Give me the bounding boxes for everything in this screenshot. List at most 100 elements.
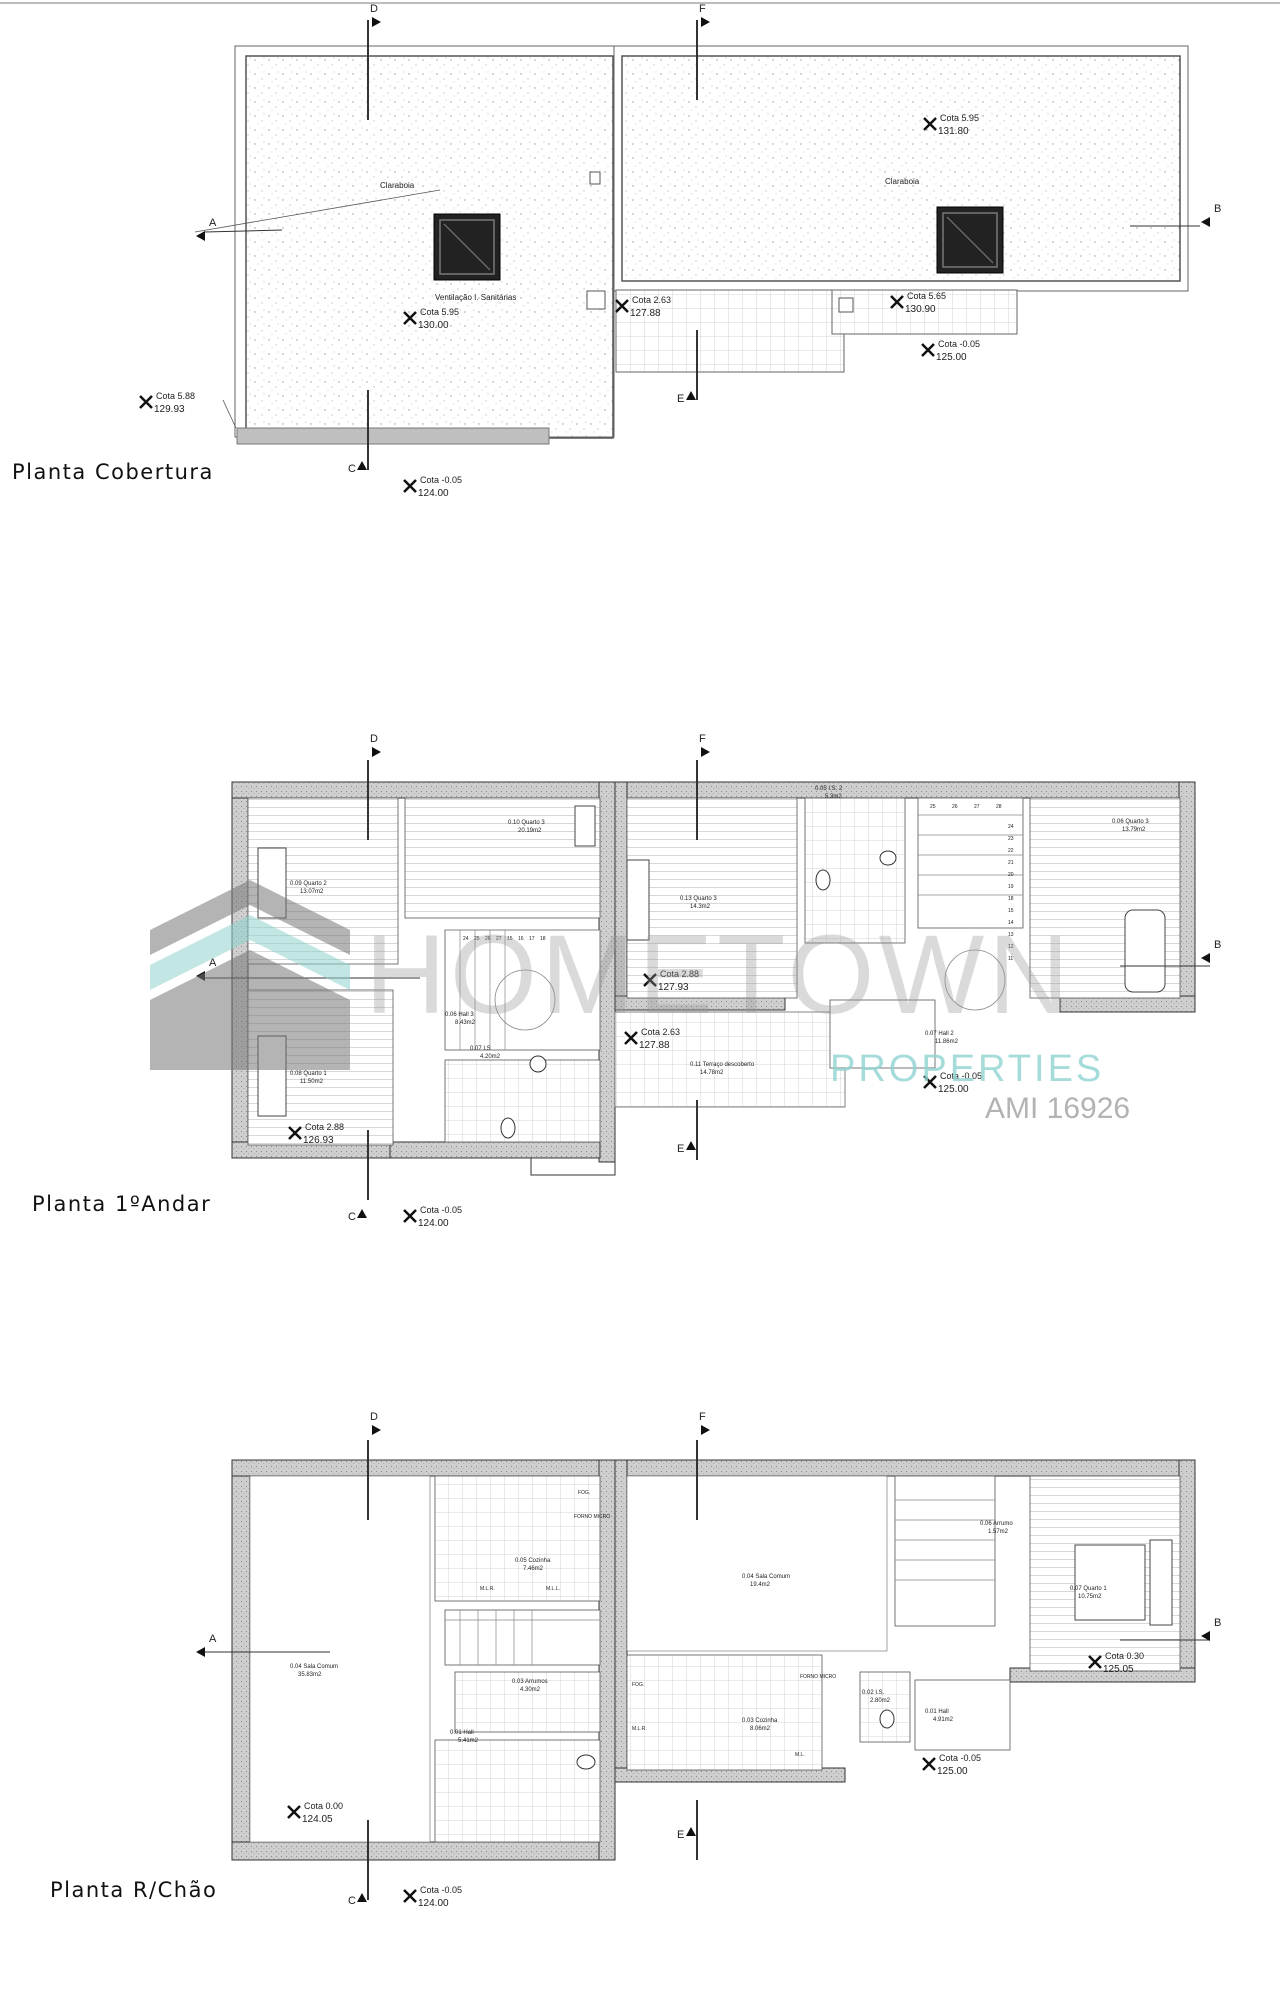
level-elevation-f4: 124.00 — [418, 1218, 449, 1229]
room-label-g2: 0.03 Arrumos — [512, 1679, 548, 1685]
roof-plan — [194, 45, 1200, 445]
section-arrow-f-b — [1201, 953, 1210, 963]
level-marker-g2 — [287, 1805, 301, 1819]
section-arrow-f-f — [701, 747, 710, 757]
ground-floor-plan-title: Planta R/Chão — [50, 1878, 218, 1902]
level-elevation-g0: 125.05 — [1103, 1664, 1134, 1675]
room-label-g3: 0.01 Hall — [450, 1730, 474, 1736]
terrace-first — [614, 1011, 846, 1108]
kitchen-fixture-label-7: M.L. — [795, 1752, 805, 1758]
section-letter-g-c: C — [348, 1895, 356, 1907]
room-label-f6: 0.13 Quarto 3 — [680, 896, 717, 902]
ventilacao-label: Ventilação I. Sanitárias — [435, 293, 516, 302]
level-cota-r5: Cota 5.88 — [156, 391, 195, 401]
level-elevation-r1: 130.00 — [418, 320, 449, 331]
level-marker-f4 — [403, 1209, 417, 1223]
stair-step-f1: 25 — [474, 936, 480, 942]
room-label-g8: 0.06 Arrumo — [980, 1521, 1013, 1527]
section-letter-g-e: E — [677, 1829, 684, 1841]
ground-floor-plan — [200, 1459, 1210, 1861]
room-area-g2: 4.30m2 — [520, 1687, 541, 1693]
room-label-g9: 0.07 Quarto 1 — [1070, 1586, 1107, 1592]
stair-ground-right — [894, 1475, 996, 1627]
room-label-f5: 0.05 I.S. 2 — [815, 786, 843, 792]
section-letter-f-c: C — [348, 1211, 356, 1223]
room-label-f9: 0.07 Hall 2 — [925, 1031, 954, 1037]
level-elevation-f0: 127.93 — [658, 982, 689, 993]
section-arrow-f-e — [686, 1141, 696, 1150]
room-area-g6: 2.80m2 — [870, 1698, 891, 1704]
level-elevation-f2: 126.93 — [303, 1135, 334, 1146]
section-letter-f-a: A — [209, 957, 217, 969]
level-elevation-g2: 124.05 — [302, 1814, 333, 1825]
level-elevation-f3: 125.00 — [938, 1084, 969, 1095]
section-letter-r-b: B — [1214, 203, 1221, 215]
roof-right-slab — [621, 55, 1181, 282]
room-area-g3: 5.41m2 — [458, 1738, 479, 1744]
room-area-f9: 11.86m2 — [935, 1039, 959, 1045]
room-area-f4: 11.50m2 — [300, 1079, 324, 1085]
stair-step-f5: 16 — [518, 936, 524, 942]
stair-step-f10: 27 — [974, 804, 980, 810]
room-sala-comum-right — [626, 1475, 888, 1652]
roof-eave — [236, 427, 550, 445]
level-cota-r2: Cota 2.63 — [632, 295, 671, 305]
kitchen-fixture-label-2: M.L.R. — [480, 1586, 495, 1592]
room-area-f2: 8.43m2 — [455, 1020, 476, 1026]
room-arrumos — [454, 1671, 601, 1733]
section-arrow-r-c — [357, 461, 367, 470]
section-arrow-r-d — [372, 17, 381, 27]
stair-step-f12: 24 — [1008, 824, 1014, 830]
section-arrow-g-f — [701, 1425, 710, 1435]
level-elevation-r4: 125.00 — [936, 352, 967, 363]
stair-step-f14: 22 — [1008, 848, 1014, 854]
stair-step-f6: 17 — [529, 936, 535, 942]
section-letter-g-d: D — [370, 1411, 378, 1423]
section-arrow-r-e — [686, 391, 696, 400]
level-cota-r4: Cota -0.05 — [938, 339, 980, 349]
kitchen-fixture-label-4: FOG. — [632, 1682, 644, 1688]
level-elevation-r5: 129.93 — [154, 404, 185, 415]
level-cota-r0: Cota 5.95 — [940, 113, 979, 123]
first-floor-plan-title: Planta 1ºAndar — [32, 1192, 212, 1216]
level-cota-g2: Cota 0.00 — [304, 1801, 343, 1811]
room-label-f2: 0.06 Hall 3 — [445, 1012, 474, 1018]
room-quarto-3b — [626, 797, 798, 999]
ventilation-box — [586, 290, 606, 310]
stair-step-f19: 15 — [1008, 908, 1014, 914]
section-arrow-f-a — [196, 971, 205, 981]
level-marker-r2 — [615, 299, 629, 313]
level-cota-r6: Cota -0.05 — [420, 475, 462, 485]
section-arrow-g-a — [196, 1647, 205, 1657]
section-letter-r-a: A — [209, 217, 217, 229]
section-letter-r-d: D — [370, 3, 378, 15]
room-area-f0: 20.19m2 — [518, 828, 542, 834]
room-label-g0: 0.05 Cozinha — [515, 1558, 551, 1564]
level-cota-r1: Cota 5.95 — [420, 307, 459, 317]
level-marker-g3 — [403, 1889, 417, 1903]
room-label-g7: 0.01 Hall — [925, 1709, 949, 1715]
room-area-f6: 14.3m2 — [690, 904, 711, 910]
level-cota-g0: Cota 0.30 — [1105, 1651, 1144, 1661]
room-label-f1: 0.09 Quarto 2 — [290, 881, 327, 887]
level-cota-f0: Cota 2.88 — [660, 969, 699, 979]
room-area-f7: 13.79m2 — [1122, 827, 1146, 833]
stair-step-f0: 24 — [463, 936, 469, 942]
level-marker-r6 — [403, 479, 417, 493]
section-arrow-f-d — [372, 747, 381, 757]
level-marker-f2 — [288, 1126, 302, 1140]
room-cozinha-left — [434, 1475, 601, 1602]
claraboia-left-label: Claraboia — [380, 181, 415, 190]
level-elevation-f1: 127.88 — [639, 1040, 670, 1051]
stair-step-f11: 28 — [996, 804, 1002, 810]
roof-left-slab — [245, 55, 614, 439]
room-hall — [444, 929, 601, 1051]
room-area-f3: 4.20m2 — [480, 1054, 501, 1060]
level-cota-g1: Cota -0.05 — [939, 1753, 981, 1763]
stair-step-f9: 26 — [952, 804, 958, 810]
room-area-g9: 10.75m2 — [1078, 1594, 1102, 1600]
level-marker-r0 — [923, 117, 937, 131]
level-marker-g0 — [1088, 1655, 1102, 1669]
